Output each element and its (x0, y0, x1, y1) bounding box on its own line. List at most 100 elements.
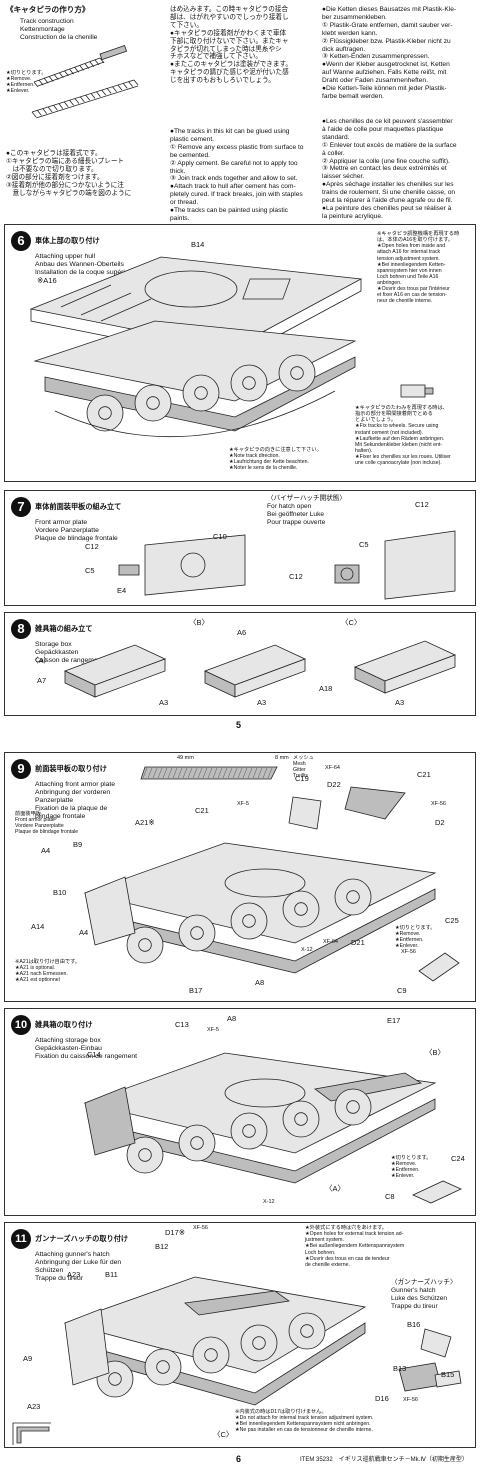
page-number-5: 5 (236, 720, 242, 730)
wheel-hub (204, 1348, 218, 1362)
track-link (79, 65, 85, 71)
step-10-label-c8: C8 (385, 1192, 395, 1201)
track-jp-instructions-2: はめ込みます。この時キャタピラの接合 部は、はがれやすいのでしっかり接着し て下… (170, 6, 293, 85)
step-10-title-lines: Attaching storage box Gepäckkasten-Einba… (35, 1037, 138, 1061)
wheel-hub (290, 366, 304, 380)
step-9-label-c19: C19 (295, 774, 309, 783)
step-10-label-c24: C24 (451, 1154, 465, 1163)
mesh-strand (187, 767, 193, 779)
step-11-title-jp: ガンナーズハッチの取り付け (35, 1233, 129, 1243)
step-9-label-d21: D21 (351, 938, 365, 947)
mesh-strand (147, 767, 153, 779)
road-wheel (192, 1336, 230, 1374)
track-link (106, 88, 112, 94)
step-6-note-direction: ★キャタピラの向きに注意して下さい。 ★Note track direction… (229, 447, 322, 472)
page-number-6: 6 (236, 1454, 242, 1464)
storage-box-a-illustration (63, 644, 167, 698)
step-9-paint-xf64-bottom: XF-64 (323, 939, 338, 945)
track-link (84, 63, 90, 69)
road-wheel (230, 364, 268, 402)
mesh-strand (242, 767, 248, 779)
step-10-title-jp: 雑具箱の取り付け (35, 1019, 93, 1029)
step-7-number: 7 (11, 497, 31, 517)
step-11-label-b11: B11 (105, 1270, 118, 1279)
mesh-strand (252, 767, 258, 779)
step-7-label-e4: E4 (117, 586, 127, 595)
track-link (128, 81, 133, 87)
mesh-strand (152, 767, 158, 779)
step-8-title-lines: Storage box Gepäckkasten Caisson de rang… (35, 641, 104, 665)
step-11-external-note: ★外装式にする時は穴をあけます。 ★Open holes for externa… (305, 1225, 405, 1268)
step-11-label-a9: A9 (23, 1354, 33, 1363)
step-10-hull-illustration (83, 1052, 437, 1184)
step-9-label-d22: D22 (327, 780, 341, 789)
track-link (47, 106, 53, 113)
mesh-strand (157, 767, 163, 779)
step-11-label-c-group: 〈C〉 (213, 1430, 234, 1439)
mesh-strand (207, 767, 213, 779)
wheel-hub (138, 1148, 152, 1162)
step-10-label-b-group: 〈B〉 (425, 1048, 446, 1057)
track-fr-instructions: ●Les chenilles de ce kit peuvent s'assem… (322, 118, 457, 220)
mesh-strand (232, 767, 238, 779)
track-link (96, 91, 101, 98)
track-link (43, 78, 49, 84)
mesh-strand (222, 767, 228, 779)
step-11-paint-xf56-bottom: XF-56 (403, 1397, 418, 1403)
step-9-mesh-length: 49 mm (177, 755, 194, 761)
mesh-strand (142, 767, 148, 779)
track-link (42, 108, 48, 114)
road-wheel (134, 384, 172, 422)
mesh-strand (192, 767, 198, 779)
step-9-hull-illustration (83, 842, 437, 974)
step-9-c19-part (288, 796, 322, 830)
step-6-label-b14: B14 (191, 240, 205, 249)
mesh-sheet-illustration (140, 766, 278, 780)
step-11-label-d16: D16 (375, 1394, 389, 1403)
step-9-paint-xf56-top: XF-56 (431, 801, 446, 807)
road-wheel (178, 1124, 216, 1162)
step-7-label-c5: C5 (85, 566, 95, 575)
step-9-label-c25: C25 (445, 916, 459, 925)
mesh-strand (257, 767, 263, 779)
track-link (133, 79, 139, 86)
step-9-label-b10: B10 (53, 888, 67, 897)
step-8-number: 8 (11, 619, 31, 639)
track-jp-instructions: ●このキャタピラは接着式です。 ①キャタピラの端にある細長いプレート は不要なの… (6, 150, 132, 197)
mesh-strand (162, 767, 168, 779)
step-10-title: 雑具箱の取り付け Attaching storage box Gepäckkas… (35, 1013, 137, 1061)
step-9-label-c9: C9 (397, 986, 407, 995)
mesh-strand (182, 767, 188, 779)
step-11-hull-illustration (63, 1276, 367, 1406)
step-11-label-b16: B16 (407, 1320, 421, 1329)
road-wheel (230, 902, 268, 940)
road-wheel (282, 1100, 320, 1138)
step-6-label-a16: ※A16 (37, 276, 57, 285)
track-link (80, 96, 85, 103)
footer-item-number: ITEM 35232 イギリス巡航戦車センチ－Mk.Ⅳ（初期生産型） (300, 1457, 468, 1463)
mesh-strand (172, 767, 178, 779)
track-link (90, 93, 96, 99)
road-wheel (86, 394, 124, 432)
wheel-hub (242, 914, 256, 928)
step-9-mesh-label: メッシュ Mesh Gitter Treillis (293, 755, 314, 780)
step-11-label-b12: B12 (155, 1242, 169, 1251)
step-9-panel: 9 前面装甲板の取り付け Attaching front armor plate… (4, 752, 476, 1002)
step-10-cut-note: ★切りとります。 ★Remove. ★Entfernen. ★Enlever. (391, 1155, 432, 1180)
step-8-title: 雑具箱の組み立て Storage box Gepäckkasten Caisso… (35, 617, 103, 665)
step-9-paint-x12: X-12 (301, 947, 313, 953)
wheel-hub (156, 1360, 170, 1374)
visor-hatch-illustration (334, 530, 456, 600)
step-7-label-c10: C10 (213, 532, 227, 541)
track-link (63, 101, 69, 108)
track-link (74, 66, 79, 73)
track-link (48, 76, 54, 82)
road-wheel (230, 1112, 268, 1150)
step-11-label-a23-top: A23 (67, 1270, 81, 1279)
step-7-title-jp: 車体前面装甲板の組み立て (35, 501, 122, 511)
step-9-label-a4-bottom: A4 (79, 928, 89, 937)
track-de-instructions: ●Die Ketten dieses Bausatzes mit Plastik… (322, 6, 457, 100)
track-link (94, 59, 100, 66)
mesh-strand (247, 767, 253, 779)
step-8-title-jp: 雑具箱の組み立て (35, 623, 93, 633)
